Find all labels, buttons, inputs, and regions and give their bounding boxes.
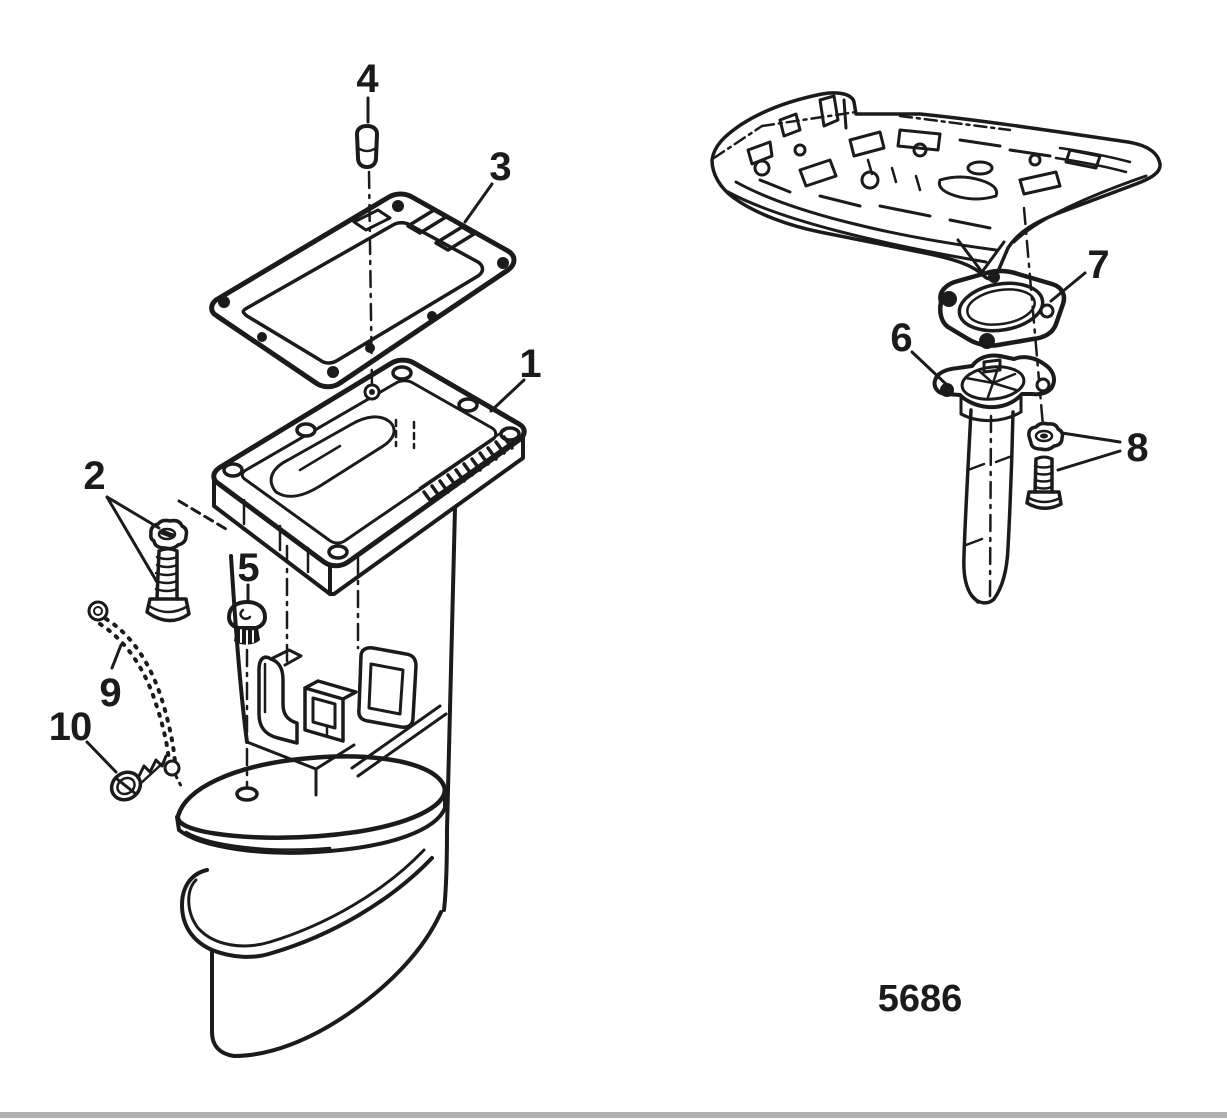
driveshaft-housing-gasket-drawing — [209, 191, 517, 390]
bolt-and-nut-8-drawing — [1025, 421, 1122, 510]
callout-3: 3 — [489, 145, 510, 189]
callout-1: 1 — [519, 342, 541, 386]
exhaust-tube-drawing — [932, 353, 1056, 605]
callout-9: 9 — [99, 671, 120, 715]
callout-2: 2 — [83, 454, 104, 498]
screw-drawing — [85, 740, 168, 802]
driveshaft-housing-top-drawing — [211, 357, 527, 596]
callout-10: 10 — [49, 705, 92, 749]
exhaust-tube-gasket-drawing — [938, 268, 1067, 349]
figure-number: 5686 — [878, 978, 963, 1020]
bolt-and-nut-2-drawing — [105, 495, 228, 623]
callout-8: 8 — [1126, 426, 1148, 470]
plug-drawing — [227, 583, 267, 645]
powerhead-base-drawing — [710, 91, 1162, 281]
lanyard-drawing — [87, 600, 183, 788]
page-footer-rule — [0, 1112, 1227, 1118]
callout-leader-lines — [463, 182, 1087, 413]
callout-5: 5 — [237, 546, 259, 590]
callout-7: 7 — [1087, 243, 1108, 287]
diagram-line-art: 1 2 3 4 5 6 7 8 9 10 5686 — [49, 57, 1162, 1058]
callout-4: 4 — [356, 57, 379, 101]
callout-6: 6 — [890, 316, 911, 360]
driveshaft-housing-body-drawing — [175, 506, 457, 1058]
